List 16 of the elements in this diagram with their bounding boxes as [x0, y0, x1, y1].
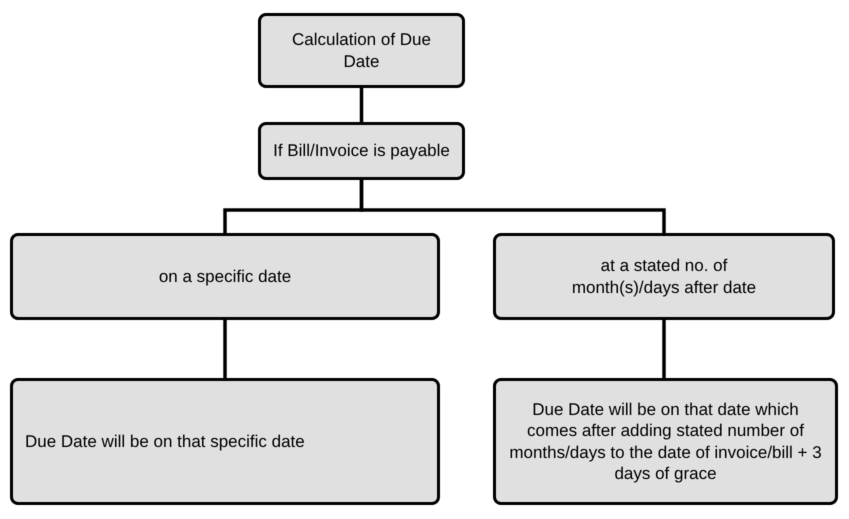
- process-box: [10, 233, 440, 320]
- process-box: [493, 233, 835, 320]
- process-box: [493, 378, 838, 505]
- box-text: at a stated no. of month(s)/days after date: [570, 255, 758, 298]
- box-text: If Bill/Invoice is payable: [273, 140, 450, 162]
- connector-line: [662, 320, 666, 378]
- connector-line: [223, 320, 227, 378]
- process-box: [258, 13, 465, 88]
- box-text: Calculation of Due Date: [291, 29, 432, 72]
- connector-line: [360, 180, 666, 233]
- process-box: [10, 378, 440, 505]
- box-text: Due Date will be on that date which comes after adding stated number of months/days to the date of invoice/bill + 3 days of grace: [508, 399, 823, 484]
- process-box: [258, 122, 465, 180]
- box-text: on a specific date: [158, 266, 292, 288]
- connector-line: [360, 88, 364, 122]
- box-text: Due Date will be on that specific date: [25, 430, 305, 452]
